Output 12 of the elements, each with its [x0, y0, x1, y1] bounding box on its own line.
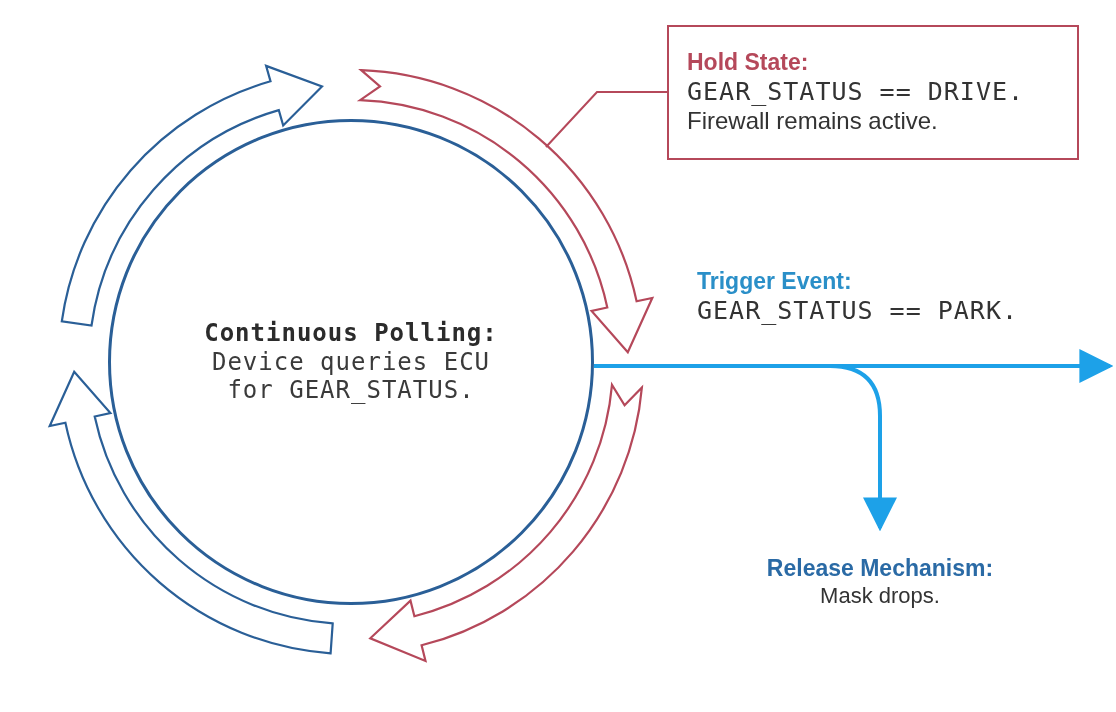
body-text: Mask drops. — [820, 582, 940, 609]
condition-text: GEAR_STATUS == PARK. — [697, 295, 1019, 326]
heading-text: Hold State: — [687, 49, 810, 77]
body-text: Firewall remains active. — [687, 106, 939, 136]
heading-text: Continuous Polling: — [204, 318, 498, 348]
heading-text: Trigger Event: — [697, 268, 852, 296]
arrow — [594, 364, 897, 532]
state-box — [667, 25, 1079, 160]
body-text: Device queries ECU for GEAR_STATUS. — [210, 347, 492, 406]
leader-line — [545, 91, 668, 148]
heading-text: Release Mechanism: — [766, 555, 994, 583]
condition-text: GEAR_STATUS == DRIVE. — [687, 76, 1026, 107]
